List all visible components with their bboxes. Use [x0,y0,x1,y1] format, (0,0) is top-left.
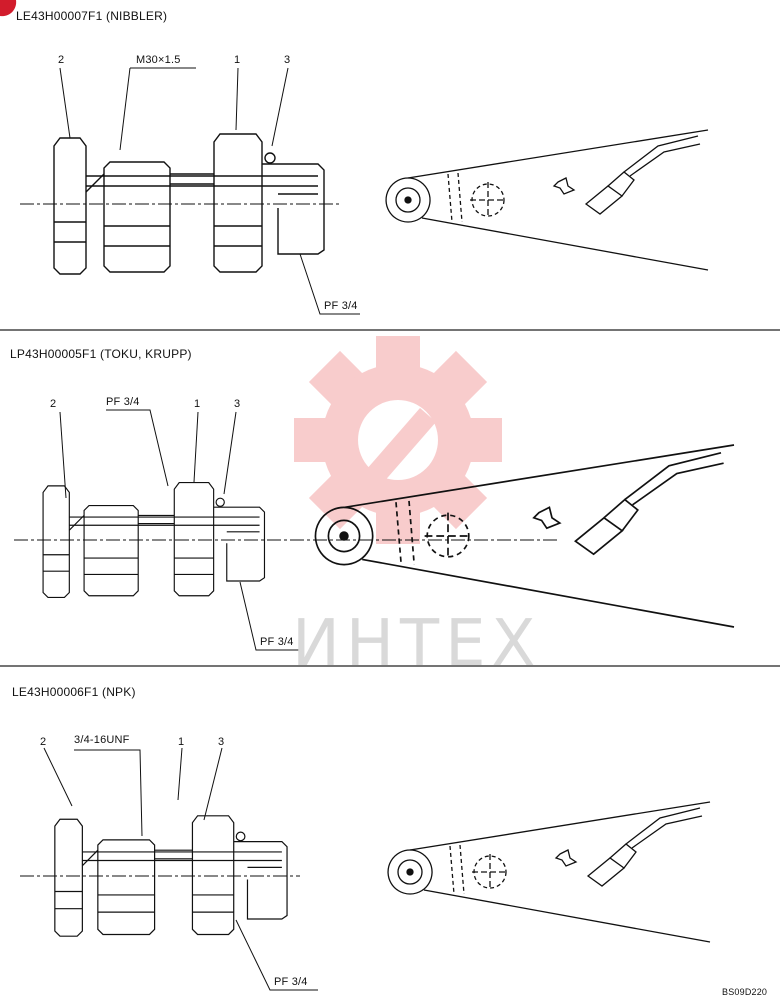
callout-thread: PF 3/4 [106,396,140,408]
section-2-title: LP43H00005F1 (TOKU, KRUPP) [10,347,192,361]
callout-2: 2 [58,54,65,66]
callout-port: PF 3/4 [324,300,358,312]
fitting-drawing-3 [20,747,318,991]
callout-thread: M30×1.5 [136,54,181,66]
gear-wrench-watermark-icon [294,336,502,544]
section-3-title: LE43H00006F1 (NPK) [12,685,136,699]
callout-2: 2 [50,398,57,410]
arm-drawing-3 [387,801,711,943]
fitting-drawing-1 [20,67,360,315]
callout-2: 2 [40,736,47,748]
callout-port: PF 3/4 [274,976,308,988]
callout-1: 1 [234,54,241,66]
corner-mark-icon [0,0,17,17]
callout-port: PF 3/4 [260,636,294,648]
callout-3: 3 [284,54,291,66]
fitting-drawing-2 [14,409,560,651]
callout-1: 1 [194,398,201,410]
callout-1: 1 [178,736,185,748]
watermark-text: ИНТЕХ [292,607,542,681]
figure-code: BS09D220 [722,987,768,997]
callout-3: 3 [218,736,225,748]
arm-drawing-1 [385,129,709,271]
section-1-title: LE43H00007F1 (NIBBLER) [16,9,168,23]
callout-3: 3 [234,398,241,410]
callout-thread: 3/4-16UNF [74,734,130,746]
